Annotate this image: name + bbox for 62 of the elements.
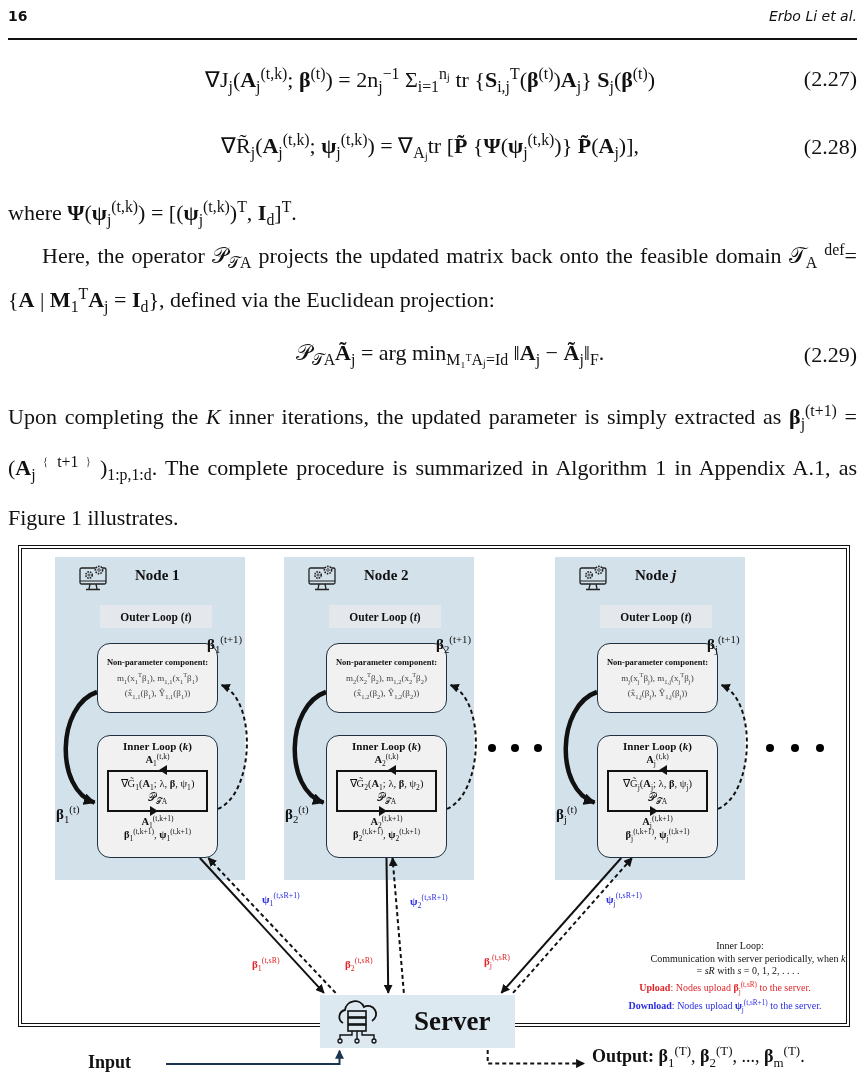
equation: ∇R̃$_{j}$(A$_{j}$$^{(t,k)}$; ψ$_{j}$$^{(t,k)}$) = ∇$_{Aⱼ}$tr [P̃ {Ψ(ψ$_{j}$$^{(t,k)}$)} P̃(A$_{j}$)],: [220, 129, 640, 164]
arrow: [292, 690, 328, 805]
server-box: [320, 995, 515, 1048]
formula: 𝒫$_{𝒯A}$: [376, 791, 397, 804]
download-note: Download: Nodes upload ψ$_{j}$$^{(t,sR+1)}$ to the server.: [627, 1000, 823, 1012]
formula: m$_{2}$(x$_{2}$$^{T}$β$_{2}$), m$_{1,2}$(x$_{2}$$^{T}$β$_{2}$): [346, 672, 427, 683]
node-title: Node 2: [364, 567, 409, 584]
equation-number: (2.29): [802, 342, 857, 369]
formula: (x̂$_{1,1}$(β$_{1}$), Ŷ$_{1,1}$(β$_{1}$)): [124, 687, 191, 699]
loop-heading: Inner Loop (k): [123, 740, 192, 753]
node-title: Node 1: [135, 567, 180, 584]
formula: (x̂$_{1,2}$(β$_{2}$), Ŷ$_{1,2}$(β$_{2}$)): [353, 687, 420, 699]
component-heading: Non-parameter component:: [106, 657, 209, 668]
page-number: 16: [8, 8, 28, 25]
inner-loop-box: [97, 735, 218, 858]
paragraph: Upon completing the K inner iterations, the updated parameter is simply extracted as β$_{j}$$^{(t+1)}$ = (A$_{j}$$^{﹛t+1﹜}$)$_{1:p,1:d}$. The complete procedure is summarized in Algorithm 1 in Appendix A.1, as Figure 1 illustrates.: [8, 400, 857, 533]
node-title: Node j: [635, 567, 677, 584]
note-text: Communication with server periodically, when k = sR with s = 0, 1, 2, . . . .: [650, 953, 846, 977]
formula: ∇G̃$_{2}$(A$_{1}$; λ, β, ψ$_{2}$): [349, 777, 424, 790]
equation-number: (2.27): [802, 66, 857, 93]
node-panel: [555, 557, 745, 880]
dashed-arrow: [446, 684, 477, 810]
arrow: [63, 690, 99, 805]
node-panel: [55, 557, 245, 880]
equation: 𝒫$_{𝒯A}$Ã$_{j}$ = arg min$_{M₁ᵀAⱼ=Id}$ ‖A$_{j}$ − Ã$_{j}$‖$_{F}$.: [294, 339, 606, 371]
formula: (x̂$_{1,j}$(β$_{j}$), Ŷ$_{1,j}$(β$_{j}$)): [627, 687, 688, 699]
inner-loop-box: [326, 735, 447, 858]
arrow: [500, 857, 623, 994]
dashed-arrow: [486, 1049, 586, 1069]
formula: 𝒫$_{𝒯A}$: [147, 791, 168, 804]
loop-label-band: Outer Loop (t): [600, 605, 712, 628]
upload-note: Upload: Nodes upload β$_{j}$$^{(t,sR)}$ to the server.: [638, 982, 812, 994]
loop-heading: Inner Loop (k): [352, 740, 421, 753]
arrow: [165, 1049, 344, 1065]
equation-number: (2.28): [802, 134, 857, 161]
arrow: [563, 690, 599, 805]
loop-label-band: Outer Loop (t): [329, 605, 441, 628]
paragraph: Here, the operator 𝒫$_{𝒯A}$ projects the updated matrix back onto the feasible domain 𝒯$_{A}$ $^{def}$= {A | M$_{1}$$^{T}$A$_{j}$ = I$_{d}$}, defined via the Euclidean projection:: [8, 239, 857, 318]
running-header: Erbo Li et al.: [767, 8, 857, 25]
input-label: Input: [88, 1052, 132, 1073]
loop-heading: Inner Loop (k): [623, 740, 692, 753]
server-label: Server: [414, 1006, 491, 1037]
component-heading: Non-parameter component:: [335, 657, 438, 668]
dashed-arrow: [217, 684, 248, 810]
equation-text: where Ψ(ψ$_{j}$$^{(t,k)}$) = [(ψ$_{j}$$^{(t,k)}$)$^{T}$, I$_{d}$]$^{T}$.: [8, 196, 298, 231]
formula: 𝒫$_{𝒯A}$: [647, 791, 668, 804]
node-panel: [284, 557, 474, 880]
component-heading: Non-parameter component:: [606, 657, 709, 668]
arrow: [198, 857, 325, 994]
inner-loop-box: [597, 735, 718, 858]
dashed-arrow: [388, 857, 405, 994]
dashed-arrow: [717, 684, 748, 810]
formula: m$_{j}$(x$_{j}$$^{T}$β$_{j}$), m$_{1,j}$(x$_{j}$$^{T}$β$_{j}$): [621, 672, 694, 683]
dashed-arrow: [207, 857, 337, 994]
equation: ∇J$_{j}$(A$_{j}$$^{(t,k)}$; β$^{(t)}$) = 2n$_{j}$$^{−1}$ Σ$_{i=1}$$^{nⱼ}$ tr {S$_{i,j}$$^{T}$(β$^{(t)}$)A$_{j}$} S$_{j}$(β$^{(t)}$): [203, 63, 657, 98]
loop-label-band: Outer Loop (t): [100, 605, 212, 628]
formula: m$_{1}$(x$_{1}$$^{T}$β$_{1}$), m$_{1,1}$(x$_{1}$$^{T}$β$_{1}$): [117, 672, 198, 683]
note-heading: Inner Loop:: [715, 940, 765, 952]
dashed-arrow: [512, 857, 634, 994]
output-label: Output: β$_{1}$$^{(T)}$, β$_{2}$$^{(T)}$, ..., β$_{m}$$^{(T)}$.: [592, 1046, 805, 1067]
arrow: [383, 857, 393, 994]
formula: ∇G̃$_{1}$(A$_{1}$; λ, β, ψ$_{1}$): [120, 777, 195, 790]
